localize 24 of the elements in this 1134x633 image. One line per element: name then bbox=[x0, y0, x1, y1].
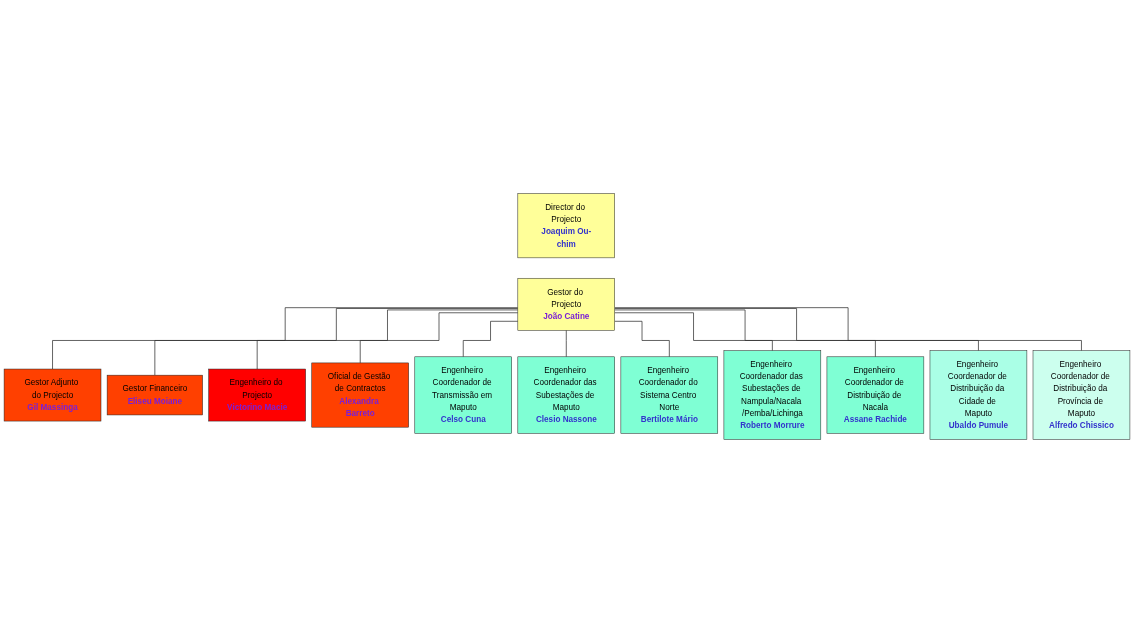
connector bbox=[614, 308, 979, 352]
connector bbox=[256, 309, 519, 370]
node-box: Oficial de Gestão de Contractos Alexandra Barreto bbox=[311, 362, 409, 428]
node-box: Gestor Adjunto do Projecto Gil Massinga bbox=[3, 368, 102, 422]
node-box: Engenheiro Coordenador das Subestações de Nampula/Nacala /Pemba/Lichinga Roberto Morrure bbox=[723, 350, 822, 440]
connector bbox=[359, 312, 519, 364]
node-box: Gestor do Projecto João Catine bbox=[517, 278, 615, 331]
node-box: Gestor Financeiro Eliseu Moiane bbox=[106, 374, 203, 416]
connector bbox=[462, 320, 519, 358]
node-box: Engenheiro do Projecto Victorino Macie bbox=[208, 368, 306, 422]
node-box: Engenheiro Coordenador de Distribuição da Cidade de Maputo Ubaldo Pumule bbox=[929, 350, 1028, 440]
connector bbox=[614, 320, 670, 358]
connector bbox=[614, 312, 773, 352]
connector bbox=[614, 309, 876, 358]
node-box: Engenheiro Coordenador de Distribuição de Nacala Assane Rachide bbox=[826, 356, 925, 434]
connector bbox=[154, 308, 519, 376]
node-box: Director do Projecto Joaquim Ou-chim bbox=[517, 193, 615, 259]
connector bbox=[614, 307, 1082, 352]
node-box: Engenheiro Coordenador das Subestações de Maputo Clesio Nassone bbox=[517, 356, 615, 434]
connector bbox=[52, 307, 519, 370]
node-box: Engenheiro Coordenador do Sistema Centro Norte Bertilote Mário bbox=[620, 356, 719, 434]
connector bbox=[565, 329, 567, 358]
node-box: Engenheiro Coordenador de Distribuição da Província de Maputo Alfredo Chissico bbox=[1032, 350, 1131, 440]
node-box: Engenheiro Coordenador de Transmissão em Maputo Celso Cuna bbox=[414, 356, 512, 434]
